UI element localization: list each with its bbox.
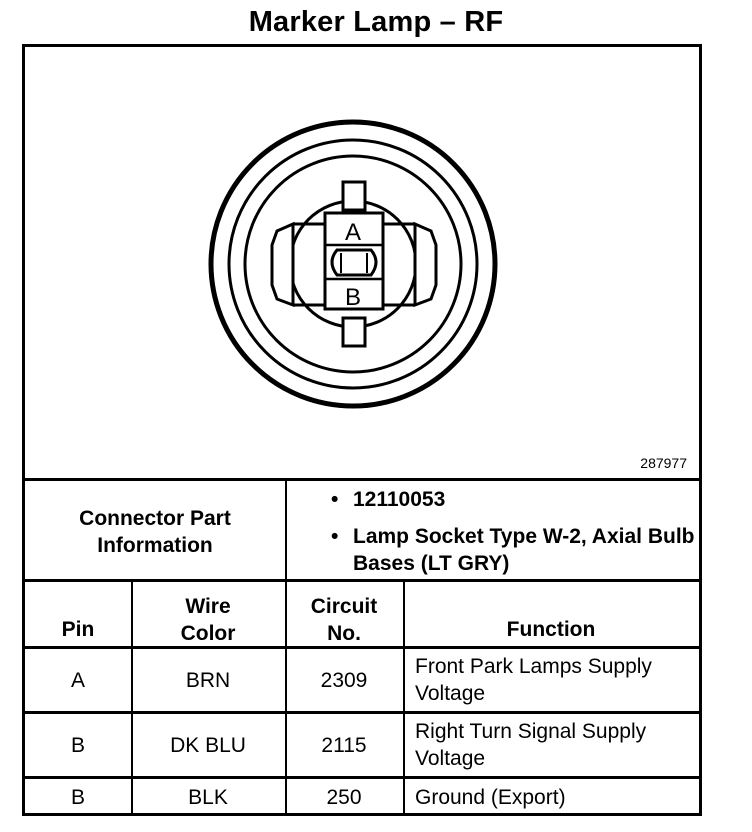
row-2-circuit: 2115 <box>321 733 367 757</box>
header-pin: Pin <box>61 618 95 641</box>
top-key <box>341 180 367 212</box>
inner-ring <box>243 154 463 374</box>
header-circuit-no: Circuit No. <box>310 595 378 645</box>
bulb-contact <box>330 248 378 277</box>
page-title: Marker Lamp – RF <box>248 6 504 38</box>
row-1-pin: A <box>70 668 85 692</box>
pin-label-a: A <box>345 219 361 246</box>
middle-ring <box>227 138 479 390</box>
row-3-function: Ground (Export) <box>415 786 566 809</box>
bottom-key <box>341 316 367 348</box>
outer-ring <box>208 119 498 409</box>
row-2-function: Right Turn Signal Supply Voltage <box>415 720 647 770</box>
connector-sheet: A B 287977 Connector Part Information 12… <box>22 44 702 816</box>
row-1-function: Front Park Lamps Supply Voltage <box>415 655 652 705</box>
row-1-circuit: 2309 <box>320 668 368 692</box>
row-3-pin: B <box>70 786 85 809</box>
connector-info-list: 12110053 Lamp Socket Type W-2, Axial Bul… <box>325 484 699 577</box>
connector-face-diagram: A B <box>208 119 498 409</box>
socket-type: Lamp Socket Type W-2, Axial Bulb Bases (… <box>325 523 699 577</box>
row-2-pin: B <box>70 733 85 757</box>
connector-info-label: Connector Part Information <box>79 506 231 557</box>
row-2-color: DK BLU <box>170 733 246 757</box>
right-tab <box>413 221 438 308</box>
row-3-circuit: 250 <box>326 786 362 809</box>
figure-number: 287977 <box>640 455 687 471</box>
row-3-color: BLK <box>188 786 228 809</box>
header-function: Function <box>506 618 596 641</box>
row-1-color: BRN <box>185 668 231 692</box>
header-wire-color: Wire Color <box>180 595 236 645</box>
left-tab <box>270 221 295 308</box>
part-number: 12110053 <box>325 486 699 513</box>
pin-label-b: B <box>345 284 361 311</box>
